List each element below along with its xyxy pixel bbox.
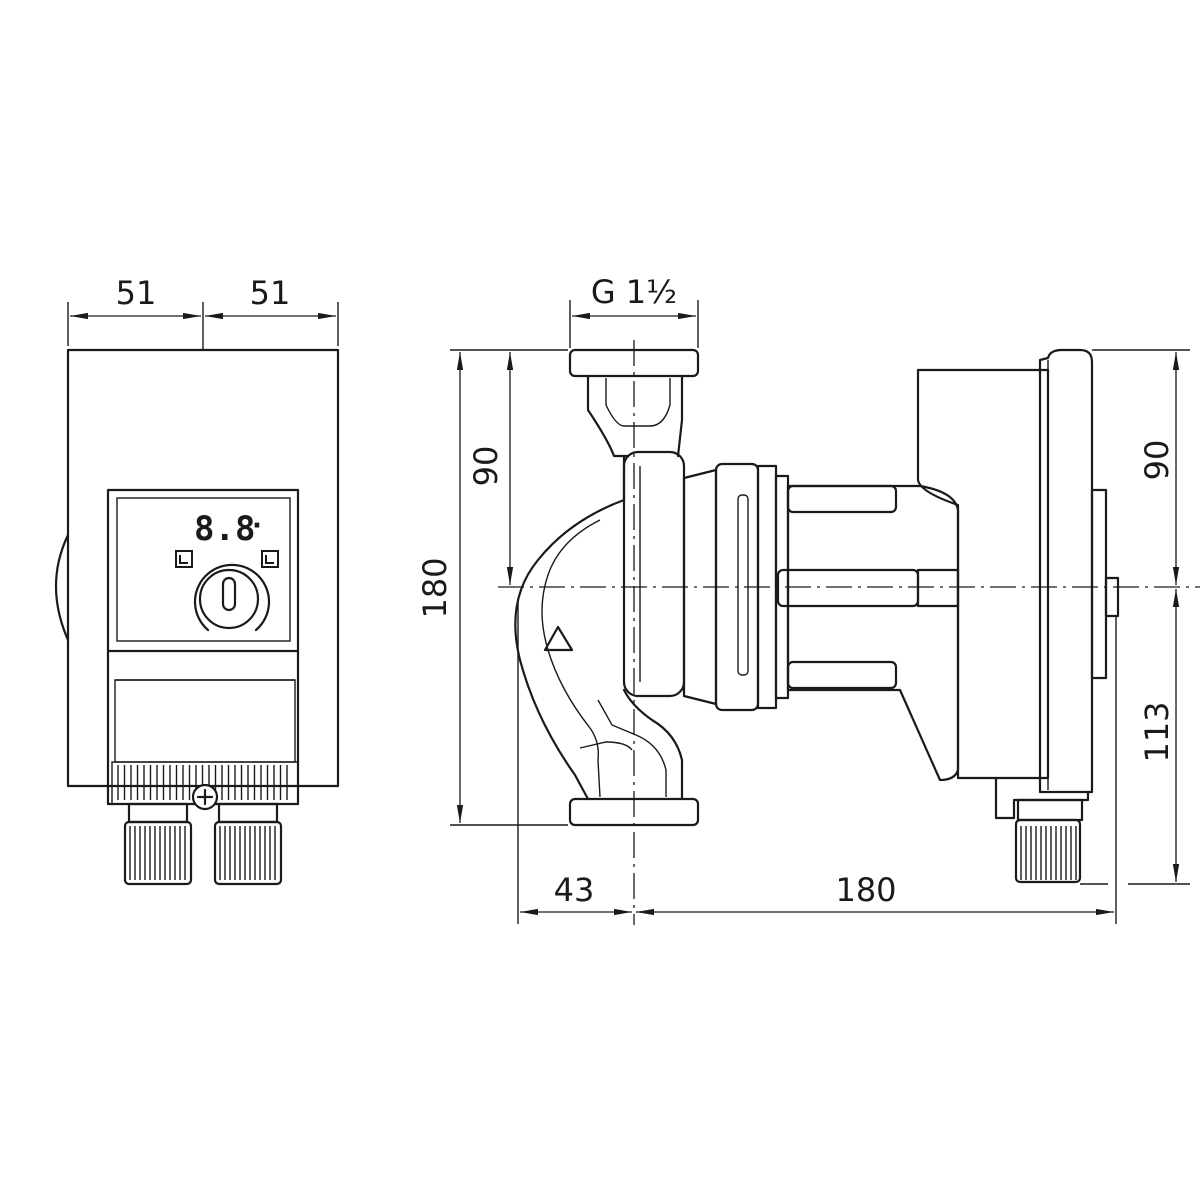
knob-pointer (221, 576, 237, 612)
mode-icon-left (175, 550, 193, 568)
led-display: 8.8 · (194, 509, 262, 549)
dim-label-right-51: 51 (250, 274, 291, 312)
dim-upper-half: 90 (467, 352, 514, 585)
dim-right-heights: 90 113 (1092, 349, 1190, 885)
cable-gland-left (123, 802, 193, 886)
volute-inner-left (541, 519, 601, 798)
ribs (117, 765, 288, 800)
cable-gland-right (213, 802, 283, 886)
vent-plug (1104, 576, 1120, 618)
dim-label-right-lower: 113 (1138, 701, 1176, 762)
electronic-module: 8.8 · (106, 488, 300, 806)
volute-body-right (622, 688, 684, 801)
connector-base (994, 776, 1090, 820)
upper-neck-inner (605, 378, 671, 427)
upper-neck (586, 374, 630, 458)
control-panel (116, 497, 291, 642)
knob-arc (193, 563, 271, 632)
display-dot: · (252, 511, 262, 541)
dim-total-height: 180 (416, 349, 568, 826)
flow-direction-arrow-icon (543, 625, 574, 652)
front-view: 8.8 · (54, 274, 340, 886)
module-side-cap (1090, 488, 1108, 680)
dim-label-inlet-offset: 43 (554, 871, 595, 909)
connector-nut (1016, 798, 1084, 822)
volute-body (514, 454, 626, 801)
motor-side-bulge (54, 533, 70, 642)
pump-head (622, 450, 686, 698)
knob-body (198, 568, 260, 630)
control-knob[interactable] (193, 563, 271, 632)
dim-front-widths: 51 51 (67, 274, 339, 346)
dim-label-thread: G 1½ (591, 273, 677, 311)
dim-label-total-height: 180 (416, 557, 454, 618)
module-cover (1038, 348, 1094, 794)
lower-inner-contour (579, 741, 633, 751)
motor-housing (786, 484, 960, 782)
display-digits: 8.8 (194, 509, 255, 549)
motor-fin-bottom (786, 660, 898, 690)
cable-gland-side (1014, 818, 1082, 884)
motor-flange-slot (737, 494, 749, 676)
dim-label-right-upper: 90 (1138, 440, 1176, 481)
screw-icon (191, 783, 219, 811)
mode-icon-right (261, 550, 279, 568)
dim-thread: G 1½ (569, 273, 699, 348)
motor-fin-center-end (916, 568, 960, 608)
dim-label-overall-length: 180 (835, 871, 896, 909)
module-housing-back (916, 368, 1050, 780)
bottom-flange (568, 797, 700, 827)
dim-bottom-lengths: 43 180 (517, 600, 1117, 924)
dim-label-upper-half: 90 (467, 446, 505, 487)
motor-fin-top (786, 484, 898, 514)
upper-neck-right (676, 374, 684, 458)
dim-label-left-51: 51 (116, 274, 157, 312)
terminal-cover (114, 679, 296, 763)
top-flange (568, 348, 700, 378)
side-view: G 1½ 180 90 90 113 (416, 273, 1200, 925)
motor-fin-center (776, 568, 920, 608)
volute-inner-right (597, 699, 667, 797)
